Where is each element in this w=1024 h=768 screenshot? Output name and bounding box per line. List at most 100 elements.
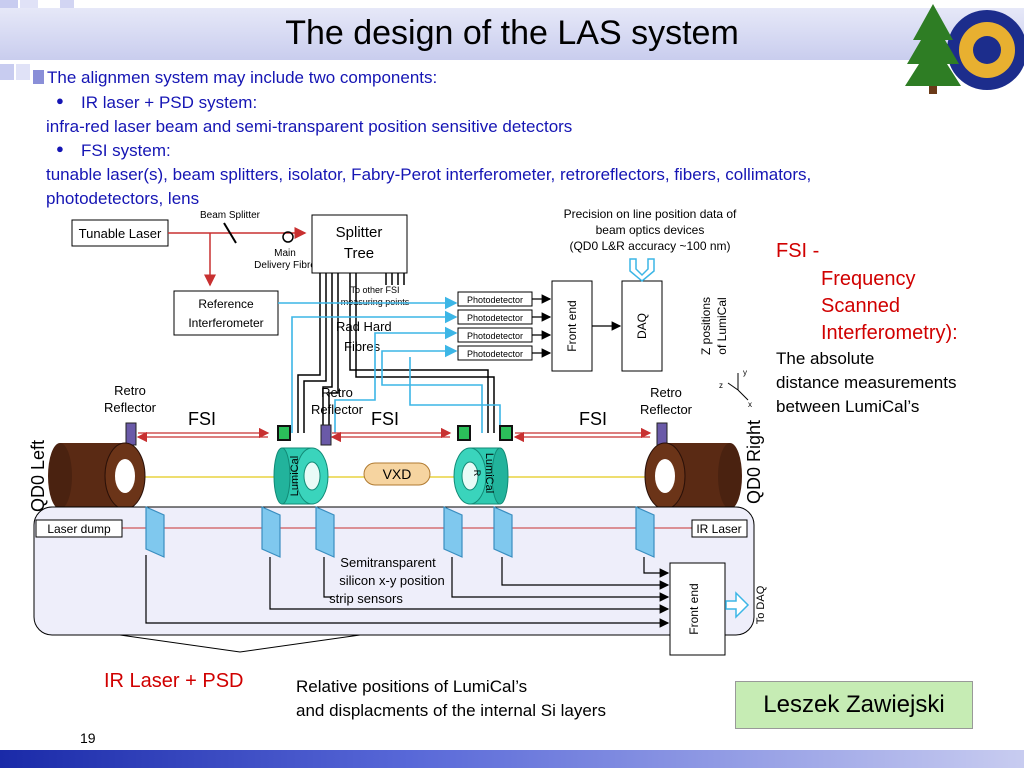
semi-label-1: Semitransparent	[340, 555, 436, 570]
retro-reflector-right	[656, 422, 668, 446]
psd-sensor	[635, 506, 655, 558]
magnet-bore	[655, 459, 675, 493]
psd-sensor	[261, 506, 281, 558]
retro-label-right-1: Retro	[650, 385, 682, 400]
qd0-left-magnet	[48, 442, 146, 510]
rad-hard-label-2: Fibres	[344, 339, 381, 354]
readout-line	[269, 557, 670, 614]
axis-y-label: y	[743, 368, 747, 377]
decor-square	[0, 64, 14, 80]
fsi-side-line-3: Interferometry):	[821, 322, 958, 344]
readout-line	[323, 557, 332, 598]
lumical-bore	[303, 461, 321, 491]
ir-laser-box	[691, 519, 748, 538]
psd-sensor	[493, 506, 513, 558]
bullet-dot: ●	[56, 141, 64, 156]
main-fibre-label-1: Main	[274, 248, 296, 259]
vxd-label: VXD	[383, 466, 412, 482]
beam-splitter-label: Beam Splitter	[200, 210, 261, 221]
slide-title: The design of the LAS system	[285, 14, 739, 52]
fsi-side-title: FSI -	[776, 240, 820, 262]
qd0-left-label: QD0 Left	[30, 440, 48, 512]
magnet-end	[718, 443, 742, 509]
fsi-side-line-2: Scanned	[821, 295, 900, 317]
to-daq-arrow-icon	[725, 591, 750, 619]
logo-core	[973, 36, 1001, 64]
tree-icon	[905, 4, 961, 86]
fsi-label-mid: FSI	[371, 409, 399, 429]
main-fibre-label-2: Delivery Fibre	[254, 260, 316, 271]
retro-label-right-2: Reflector	[640, 402, 693, 417]
psd-sensor	[315, 506, 335, 558]
splitter-label-2: Tree	[344, 245, 374, 262]
decor-square	[60, 0, 74, 8]
axes-icon	[727, 373, 749, 401]
lumical-bore	[461, 461, 479, 491]
semi-label-3: strip sensors	[329, 591, 403, 606]
las-diagram: Tunable Laser Beam Splitter Main Deliver…	[30, 207, 767, 656]
retro-label-left-1: Retro	[114, 383, 146, 398]
relative-positions-caption-1: Relative positions of LumiCal’s	[296, 677, 528, 696]
precision-label-1: Precision on line position data of	[564, 207, 737, 221]
bullet-ir: IR laser + PSD system:	[81, 93, 258, 112]
fsi-desc-1: The absolute	[776, 349, 875, 368]
tree-trunk	[929, 86, 937, 94]
front-end-label: Front end	[565, 300, 579, 351]
qd0-right-magnet	[644, 442, 742, 510]
lumical-left-label: LumiCal	[289, 456, 301, 496]
collimator-icon	[277, 425, 291, 441]
bullet-dot: ●	[56, 93, 64, 108]
beam-splitter-mirror	[223, 222, 237, 244]
z-positions-label-1: Z positions	[699, 297, 713, 355]
front-end-box	[551, 280, 593, 372]
lumical-end	[491, 447, 509, 505]
input-arrow-icon	[629, 258, 655, 282]
return-fibre	[291, 310, 458, 433]
fsi-label-right: FSI	[579, 409, 607, 429]
front-end-box-2	[669, 562, 726, 656]
fsi-desc-2: distance measurements	[776, 373, 957, 392]
axis-z-line	[727, 382, 739, 391]
photodetector-label: Photodetector	[467, 331, 523, 341]
semi-label-2: silicon x-y position	[339, 573, 445, 588]
fsi-description-1: tunable laser(s), beam splitters, isolat…	[46, 165, 812, 184]
photodetector-links	[532, 294, 552, 358]
psd-sensors	[145, 506, 655, 558]
decor-square	[16, 64, 30, 80]
retro-reflector-mid	[320, 424, 332, 446]
fibre-line	[297, 273, 321, 433]
page-number: 19	[80, 730, 96, 746]
relative-positions-caption-2: and displacments of the internal Si laye…	[296, 701, 606, 720]
magnet-bore	[115, 459, 135, 493]
splitter-tree-box	[311, 214, 408, 274]
institute-logo	[905, 4, 1024, 94]
axis-z-label: z	[719, 381, 723, 390]
ir-psd-region	[33, 506, 755, 636]
qd0-right-label: QD0 Right	[744, 420, 764, 504]
to-other-fsi-label-2: measuring points	[341, 297, 410, 307]
return-fibre	[409, 357, 501, 433]
readout-line	[643, 557, 670, 578]
ir-description: infra-red laser beam and semi-transparen…	[46, 117, 573, 136]
lumical-r-label: R	[472, 470, 482, 477]
lumical-left	[273, 447, 329, 505]
daq-label: DAQ	[635, 313, 649, 339]
reference-interferometer-box	[173, 290, 279, 336]
retro-reflector-left	[125, 422, 137, 446]
readout-line	[145, 555, 670, 628]
photodetector-label: Photodetector	[467, 295, 523, 305]
author-box: Leszek Zawiejski	[735, 681, 973, 729]
collimator-icon	[457, 425, 471, 441]
psd-sensor	[145, 506, 165, 558]
reference-label-2: Interferometer	[188, 316, 263, 330]
fsi-label-left: FSI	[188, 409, 216, 429]
psd-readout-lines	[145, 555, 670, 628]
return-fibre	[334, 326, 458, 433]
intro-text: The alignmen system may include two comp…	[47, 68, 438, 87]
fibre-line	[328, 273, 339, 433]
lumical-right	[453, 447, 509, 505]
magnet-end	[48, 443, 72, 509]
retro-label-mid-2: Reflector	[311, 402, 364, 417]
readout-line	[451, 557, 670, 602]
laser-dump-box	[35, 519, 123, 538]
